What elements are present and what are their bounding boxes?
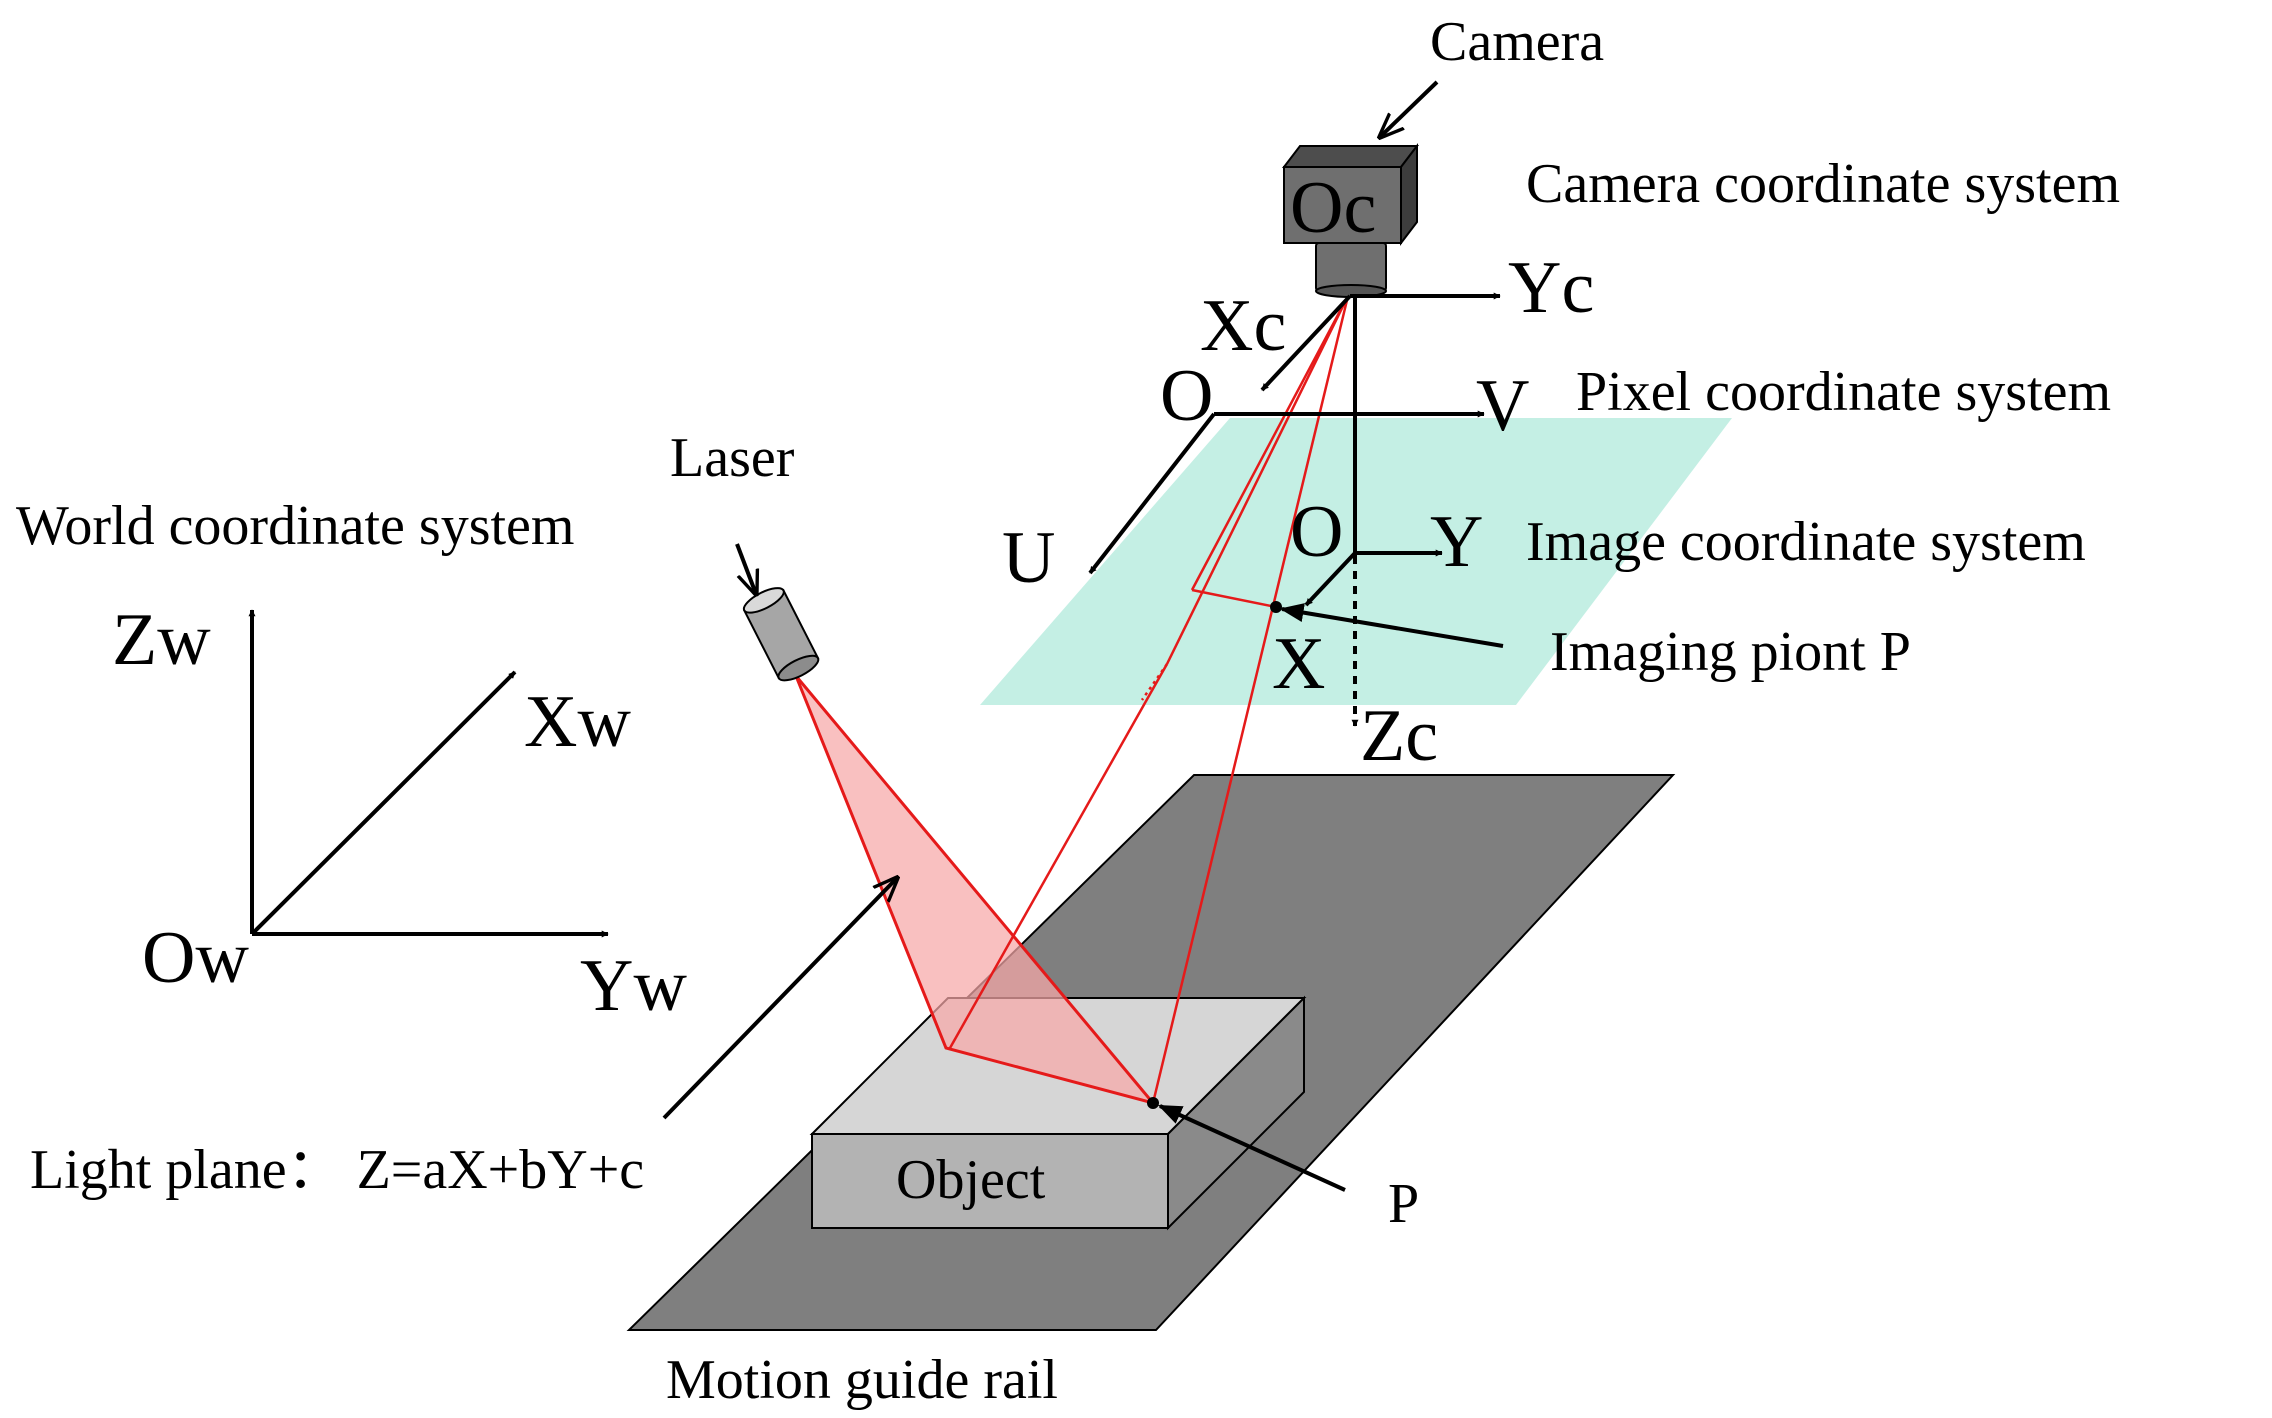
image-cs-label: Image coordinate system: [1526, 511, 2086, 573]
laser-label: Laser: [670, 427, 795, 489]
world-cs-label: World coordinate system: [16, 495, 574, 557]
image-origin-label: O: [1290, 491, 1343, 573]
xc-label: Xc: [1200, 285, 1286, 367]
light-plane-fan: [794, 675, 1158, 1106]
camera-axes: [1260, 292, 1501, 727]
camera-center-label: Oc: [1290, 167, 1376, 249]
camera-rays: [948, 295, 1350, 1104]
pointer-arrows: [662, 80, 1504, 1192]
xw-label: Xw: [524, 681, 631, 763]
point-p-label: P: [1388, 1173, 1419, 1235]
object-point-dot: [1147, 1097, 1159, 1109]
u-axis-label: U: [1002, 517, 1055, 599]
camera-cs-label: Camera coordinate system: [1526, 153, 2120, 215]
rail-label: Motion guide rail: [666, 1349, 1058, 1411]
world-axes: [248, 609, 609, 938]
zc-label: Zc: [1360, 695, 1438, 777]
pixel-axes: [1088, 410, 1485, 575]
imaging-point-dot: [1270, 601, 1282, 613]
pixel-origin-label: O: [1160, 355, 1213, 437]
ow-label: Ow: [142, 917, 249, 999]
pixel-cs-label: Pixel coordinate system: [1576, 361, 2111, 423]
y-axis-label: Y: [1430, 501, 1483, 583]
zw-label: Zw: [112, 599, 211, 681]
yc-label: Yc: [1508, 247, 1594, 329]
light-plane-label: Light plane： Z=aX+bY+c: [30, 1139, 644, 1201]
imaging-point-label: Imaging piont P: [1550, 621, 1911, 683]
image-axes: [1304, 549, 1443, 607]
yw-label: Yw: [580, 945, 687, 1027]
object-label: Object: [896, 1149, 1046, 1211]
camera-label: Camera: [1430, 11, 1604, 73]
v-axis-label: V: [1476, 365, 1529, 447]
laser-icon: [742, 587, 820, 682]
camera-icon: [1281, 143, 1420, 298]
x-axis-label: X: [1272, 623, 1325, 705]
